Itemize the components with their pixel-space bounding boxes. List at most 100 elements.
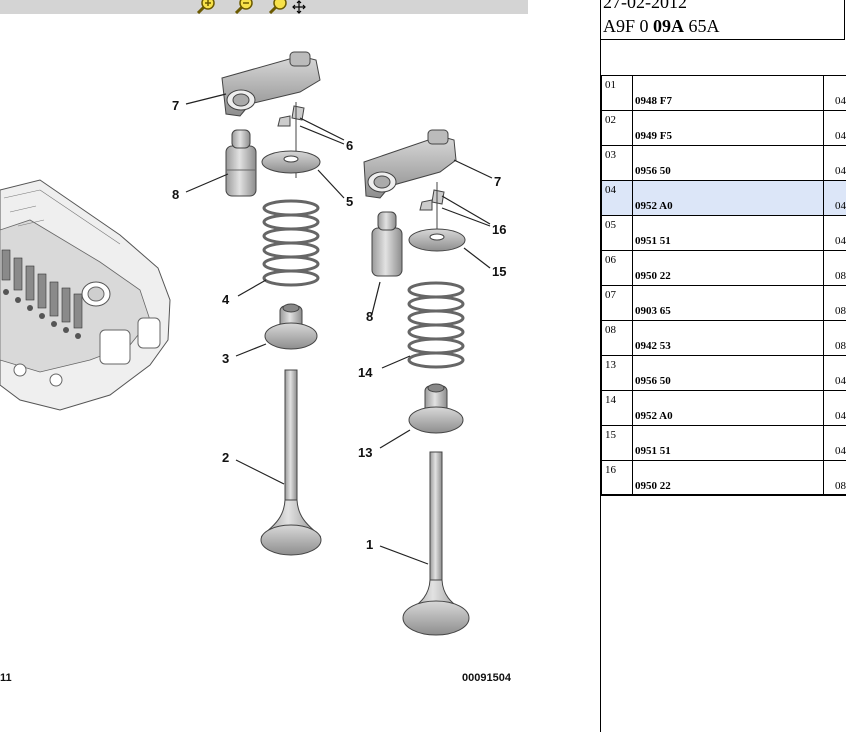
part-qty-cell: 04 — [823, 110, 846, 146]
part-quantity: 08 — [835, 270, 846, 282]
part-number[interactable]: 0950 22 — [635, 480, 671, 492]
part-index: 02 — [601, 110, 633, 146]
diagram-panel: 7 6 5 8 4 3 2 7 16 15 8 14 13 1 11 00091… — [0, 0, 528, 684]
part-number[interactable]: 0952 A0 — [635, 200, 673, 212]
part-number[interactable]: 0948 F7 — [635, 95, 672, 107]
exploded-parts-diagram: 7 6 5 8 4 3 2 7 16 15 8 14 13 1 11 00091… — [0, 51, 512, 684]
hydraulic-tappet-right — [371, 211, 403, 277]
valve-spring-left — [262, 199, 320, 287]
callout-1[interactable]: 1 — [366, 537, 373, 552]
split-collets-right — [419, 182, 445, 232]
cylinder-head-illustration — [0, 179, 171, 411]
rocker-arm-left — [221, 51, 321, 117]
part-quantity: 08 — [835, 480, 846, 492]
part-number[interactable]: 0950 22 — [635, 270, 671, 282]
reference-prefix: A9F 0 — [603, 16, 654, 36]
part-number[interactable]: 0949 F5 — [635, 130, 672, 142]
part-quantity: 04 — [835, 375, 846, 387]
callout-15[interactable]: 15 — [492, 264, 506, 279]
part-number-cell[interactable]: 0952 A0 — [632, 180, 824, 216]
part-qty-cell: 04 — [823, 215, 846, 251]
part-qty-cell: 04 — [823, 75, 846, 111]
part-quantity: 04 — [835, 165, 846, 177]
part-number[interactable]: 0956 50 — [635, 375, 671, 387]
callout-3[interactable]: 3 — [222, 351, 229, 366]
callout-7-left[interactable]: 7 — [172, 98, 179, 113]
valve-inlet-right — [402, 451, 470, 636]
part-number-cell[interactable]: 0949 F5 — [632, 110, 824, 146]
part-number[interactable]: 0951 51 — [635, 445, 671, 457]
part-number-cell[interactable]: 0952 A0 — [632, 390, 824, 426]
rocker-arm-right — [363, 129, 457, 199]
callout-14[interactable]: 14 — [358, 365, 373, 380]
part-qty-cell: 08 — [823, 285, 846, 321]
part-number[interactable]: 0951 51 — [635, 235, 671, 247]
part-index: 15 — [601, 425, 633, 461]
diagram-ref-left: 11 — [0, 672, 12, 684]
part-number[interactable]: 0956 50 — [635, 165, 671, 177]
part-qty-cell: 04 — [823, 390, 846, 426]
part-qty-cell: 04 — [823, 355, 846, 391]
reference-suffix: 65A — [684, 16, 720, 36]
callout-13[interactable]: 13 — [358, 445, 372, 460]
spring-retainer-right — [408, 228, 466, 252]
table-bottom-rule — [601, 494, 846, 495]
part-index: 06 — [601, 250, 633, 286]
callout-16[interactable]: 16 — [492, 222, 506, 237]
part-number[interactable]: 0952 A0 — [635, 410, 673, 422]
part-index: 16 — [601, 460, 633, 496]
part-index: 01 — [601, 75, 633, 111]
part-number-cell[interactable]: 0956 50 — [632, 145, 824, 181]
part-quantity: 04 — [835, 445, 846, 457]
part-quantity: 04 — [835, 410, 846, 422]
zoom-out-icon[interactable] — [234, 0, 256, 14]
part-quantity: 04 — [835, 95, 846, 107]
callout-8-right[interactable]: 8 — [366, 309, 373, 324]
part-number-cell[interactable]: 0951 51 — [632, 215, 824, 251]
document-reference: A9F 0 09A 65A — [603, 16, 720, 36]
pan-zoom-icon[interactable] — [268, 0, 308, 14]
part-number-cell[interactable]: 0903 65 — [632, 285, 824, 321]
part-qty-cell: 04 — [823, 425, 846, 461]
part-quantity: 04 — [835, 235, 846, 247]
zoom-in-icon[interactable] — [196, 0, 218, 14]
callout-2[interactable]: 2 — [222, 450, 229, 465]
callout-6[interactable]: 6 — [346, 138, 353, 153]
callout-7-right[interactable]: 7 — [494, 174, 501, 189]
part-index: 07 — [601, 285, 633, 321]
part-number-cell[interactable]: 0948 F7 — [632, 75, 824, 111]
part-qty-cell: 08 — [823, 320, 846, 356]
part-number[interactable]: 0903 65 — [635, 305, 671, 317]
part-number[interactable]: 0942 53 — [635, 340, 671, 352]
part-index: 08 — [601, 320, 633, 356]
valve-stem-seal-right — [408, 383, 464, 434]
valve-stem-seal-left — [264, 303, 318, 350]
diagram-ref-number: 00091504 — [462, 672, 512, 684]
part-number-cell[interactable]: 0956 50 — [632, 355, 824, 391]
valve-exhaust-left — [260, 369, 322, 556]
leader-lines — [185, 93, 493, 565]
document-date: 27-02-2012 — [603, 0, 687, 12]
part-number-cell[interactable]: 0942 53 — [632, 320, 824, 356]
part-number-cell[interactable]: 0950 22 — [632, 250, 824, 286]
part-number-cell[interactable]: 0950 22 — [632, 460, 824, 496]
callout-5[interactable]: 5 — [346, 194, 353, 209]
callout-4[interactable]: 4 — [222, 292, 230, 307]
document-header: 27-02-2012 A9F 0 09A 65A — [601, 0, 845, 40]
part-number-cell[interactable]: 0951 51 — [632, 425, 824, 461]
part-index: 13 — [601, 355, 633, 391]
callout-8-left[interactable]: 8 — [172, 187, 179, 202]
